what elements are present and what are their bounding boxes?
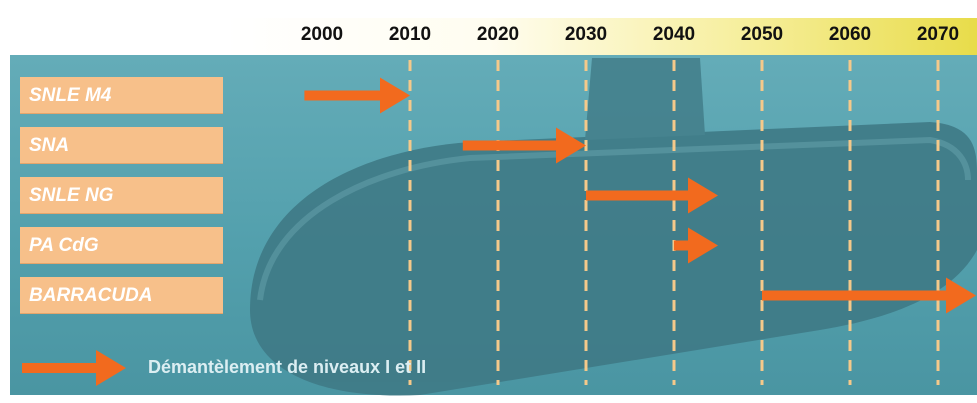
category-label-snle-m4: SNLE M4 bbox=[20, 77, 223, 114]
x-tick-label-2020: 2020 bbox=[476, 24, 520, 45]
legend-arrow-icon bbox=[22, 350, 126, 386]
legend-label: Démantèlement de niveaux I et II bbox=[148, 357, 427, 377]
bar-arrow-snle-m4 bbox=[304, 77, 410, 114]
submarine-illustration bbox=[250, 58, 977, 396]
x-tick-label-2040: 2040 bbox=[652, 24, 696, 45]
x-tick-label-2000: 2000 bbox=[300, 24, 344, 45]
bar-arrow-pa-cdg bbox=[674, 227, 718, 264]
year-header-bar bbox=[225, 18, 977, 55]
bar-arrow-barracuda bbox=[762, 277, 976, 314]
x-tick-label-2050: 2050 bbox=[740, 24, 784, 45]
category-label-pa-cdg: PA CdG bbox=[20, 227, 223, 264]
category-label-sna: SNA bbox=[20, 127, 223, 164]
x-tick-label-2070: 2070 bbox=[916, 24, 960, 45]
bar-arrow-sna bbox=[462, 127, 586, 164]
category-label-barracuda: BARRACUDA bbox=[20, 277, 223, 314]
x-tick-label-2010: 2010 bbox=[388, 24, 432, 45]
category-label-snle-ng: SNLE NG bbox=[20, 177, 223, 214]
x-tick-label-2060: 2060 bbox=[828, 24, 872, 45]
bar-arrow-snle-ng bbox=[586, 177, 718, 214]
year-header-blank bbox=[10, 18, 225, 55]
x-tick-label-2030: 2030 bbox=[564, 24, 608, 45]
